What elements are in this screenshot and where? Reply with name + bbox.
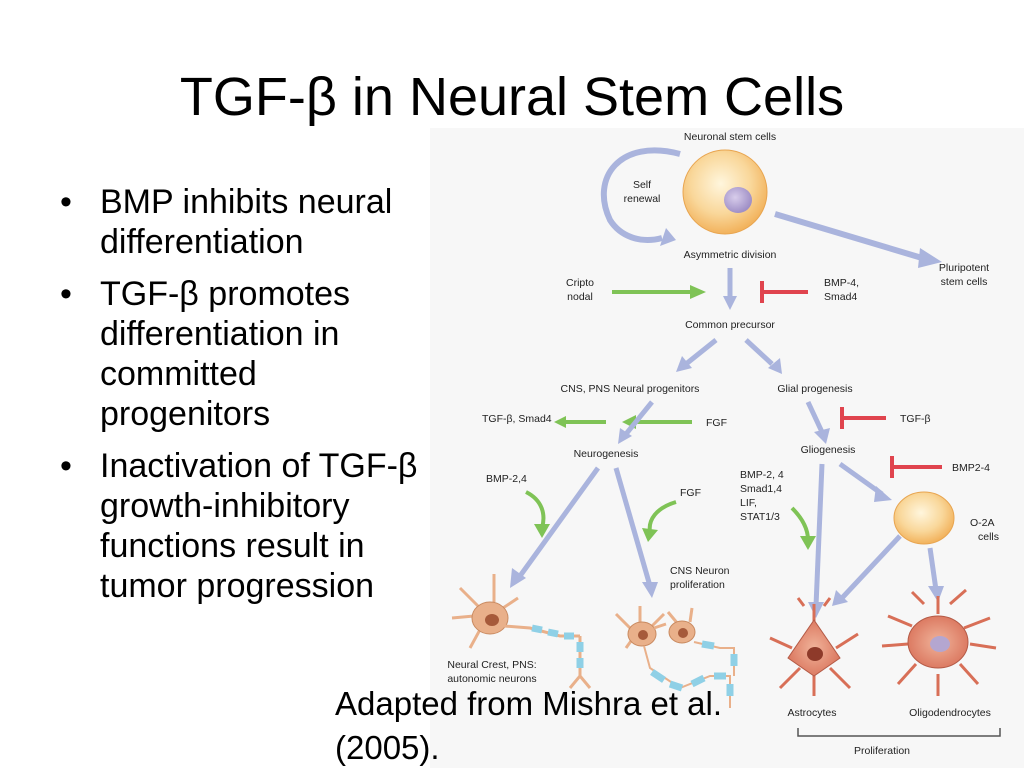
label-common-precursor: Common precursor bbox=[685, 319, 775, 331]
bullet-text: BMP inhibits neural differentiation bbox=[100, 183, 393, 261]
label-neural-crest: Neural Crest, PNS: bbox=[447, 659, 536, 671]
label-o2a: O-2A bbox=[970, 517, 995, 529]
arrow-to-gliogenesis bbox=[805, 400, 825, 434]
astrocyte-green-arrowhead bbox=[800, 536, 816, 550]
self-renewal-arrow bbox=[600, 147, 681, 243]
label-gliogenesis: Gliogenesis bbox=[801, 444, 856, 456]
arrow-o2a-to-oligodendrocytes bbox=[927, 547, 939, 591]
arrowhead-neural-crest bbox=[510, 568, 526, 588]
arrow-to-pluripotent bbox=[774, 211, 923, 261]
arrowhead-cns-neuron bbox=[642, 582, 658, 598]
label-fgf-1: FGF bbox=[706, 417, 727, 429]
label-renewal: renewal bbox=[624, 193, 661, 205]
tgfb-smad4-arrowhead bbox=[554, 416, 566, 428]
label-asymmetric-division: Asymmetric division bbox=[684, 249, 777, 261]
arrow-o2a-to-astrocytes bbox=[840, 534, 902, 600]
o2a-cell bbox=[893, 491, 955, 545]
bullet-item: • Inactivation of TGF-β growth-inhibitory… bbox=[56, 446, 426, 606]
label-bmp24-right: BMP2-4 bbox=[952, 462, 990, 474]
label-smad4: Smad4 bbox=[824, 291, 857, 303]
fgf-green-arrowhead bbox=[642, 528, 658, 542]
slide-title: TGF-β in Neural Stem Cells bbox=[179, 67, 845, 127]
label-neuronal-stem-cells: Neuronal stem cells bbox=[684, 131, 776, 143]
label-neural-progenitors: CNS, PNS Neural progenitors bbox=[561, 383, 700, 395]
bmp24-green-arrowhead bbox=[534, 524, 550, 538]
arrowhead-o2a bbox=[874, 486, 892, 502]
arrow-to-neural-progenitors bbox=[684, 338, 718, 366]
label-cripto: Cripto bbox=[566, 277, 594, 289]
bullet-dot: • bbox=[60, 183, 72, 221]
oligodendrocyte-cell bbox=[881, 588, 997, 696]
label-smad14: Smad1,4 bbox=[740, 483, 782, 495]
label-pluripotent: Pluripotent bbox=[939, 262, 989, 274]
label-stem-cells: stem cells bbox=[941, 276, 988, 288]
label-cells: cells bbox=[978, 531, 999, 543]
bullet-item: • TGF-β promotes differentiation in commi… bbox=[56, 274, 426, 434]
arrow-to-neural-crest bbox=[517, 466, 601, 578]
label-nodal: nodal bbox=[567, 291, 593, 303]
neural-crest-neuron bbox=[451, 574, 592, 689]
self-renewal-arrowhead bbox=[660, 228, 676, 246]
label-bmp24-mid: BMP-2, 4 bbox=[740, 469, 784, 481]
arrowhead-common-precursor bbox=[723, 296, 737, 310]
label-fgf-2: FGF bbox=[680, 487, 701, 499]
proliferation-bracket bbox=[797, 728, 1001, 737]
tgf-beta-pathway-diagram: Self renewal Neuronal stem cells Pluripo… bbox=[430, 128, 1024, 768]
bullet-dot: • bbox=[60, 447, 72, 485]
citation: Adapted from Mishra et al. (2005). bbox=[335, 685, 723, 766]
arrowhead-neurogenesis bbox=[618, 428, 632, 444]
label-glial-progenesis: Glial progenesis bbox=[777, 383, 852, 395]
arrow-gliogenesis-to-astrocytes bbox=[813, 463, 825, 607]
label-bmp4: BMP-4, bbox=[824, 277, 859, 289]
label-neurogenesis: Neurogenesis bbox=[574, 448, 639, 460]
arrow-to-neurogenesis bbox=[624, 400, 654, 436]
label-lif: LIF, bbox=[740, 497, 757, 509]
cripto-arrowhead bbox=[690, 285, 706, 299]
arrow-to-cns-neuron bbox=[613, 467, 653, 587]
label-autonomic-neurons: autonomic neurons bbox=[447, 673, 536, 685]
arrowhead-oligodendrocytes bbox=[928, 586, 944, 602]
bullet-list: • BMP inhibits neural differentiation • TG… bbox=[56, 182, 426, 618]
bullet-dot: • bbox=[60, 275, 72, 313]
arrowhead-neural-progenitors bbox=[676, 356, 692, 372]
astrocyte-cell bbox=[769, 597, 859, 696]
stem-cell-nucleus bbox=[724, 187, 752, 213]
arrow-to-o2a bbox=[838, 461, 884, 497]
label-tgfb-smad4: TGF-β, Smad4 bbox=[482, 413, 552, 425]
bullet-text: Inactivation of TGF-β growth-inhibitory … bbox=[100, 447, 418, 605]
neuronal-stem-cell bbox=[682, 149, 768, 235]
arrow-to-glial-progenesis bbox=[744, 338, 774, 366]
bullet-item: • BMP inhibits neural differentiation bbox=[56, 182, 426, 262]
label-bmp24-left: BMP-2,4 bbox=[486, 473, 527, 485]
label-self: Self bbox=[633, 179, 651, 191]
label-astrocytes: Astrocytes bbox=[787, 707, 836, 719]
label-proliferation-2: Proliferation bbox=[854, 745, 910, 757]
arrowhead-pluripotent bbox=[918, 248, 942, 268]
arrowhead-gliogenesis bbox=[814, 428, 830, 444]
label-tgfb: TGF-β bbox=[900, 413, 931, 425]
label-stat13: STAT1/3 bbox=[740, 511, 780, 523]
arrowhead-astrocytes bbox=[808, 602, 824, 618]
bullet-text: TGF-β promotes differentiation in commit… bbox=[100, 275, 351, 433]
arrowhead-glial-progenesis bbox=[768, 358, 782, 374]
label-oligodendrocytes: Oligodendrocytes bbox=[909, 707, 991, 719]
cns-neurons bbox=[614, 606, 738, 708]
label-cns-neuron: CNS Neuron bbox=[670, 565, 730, 577]
label-proliferation-1: proliferation bbox=[670, 579, 725, 591]
arrowhead-o2a-astrocytes bbox=[832, 590, 848, 606]
